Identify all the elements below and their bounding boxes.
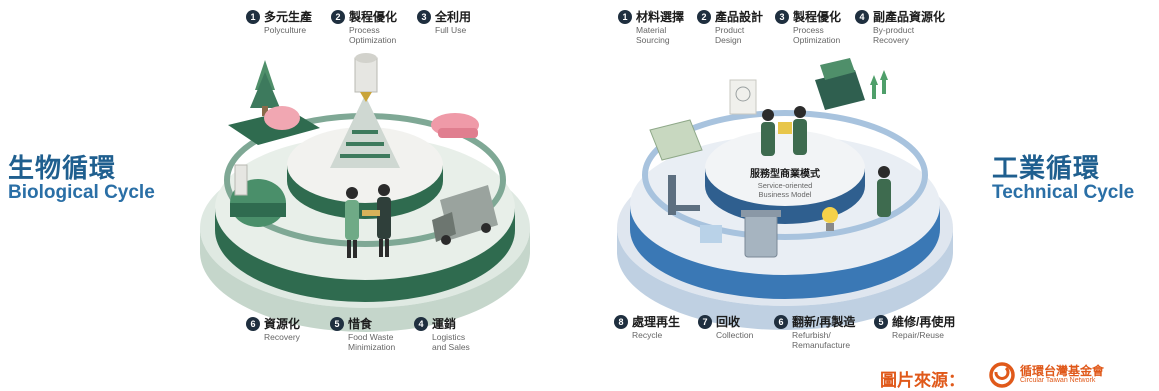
bio-step-1: 1 多元生產 Polyculture xyxy=(246,9,312,35)
center-label-en: Service-oriented Business Model xyxy=(757,181,813,199)
step-number-badge: 5 xyxy=(330,317,344,331)
step-number-badge: 1 xyxy=(618,10,632,24)
step-label-zh: 資源化 xyxy=(264,317,301,331)
step-label-zh: 翻新/再製造 xyxy=(792,315,856,329)
step-label-en: Repair/Reuse xyxy=(892,330,944,340)
org-name-zh: 循環台灣基金會 xyxy=(1020,364,1105,378)
step-label-zh: 製程優化 xyxy=(793,10,842,24)
step-label-zh: 處理再生 xyxy=(632,315,681,329)
step-label-en: Recovery xyxy=(264,332,300,342)
step-label-zh: 產品設計 xyxy=(715,10,764,24)
step-number-badge: 3 xyxy=(775,10,789,24)
tech-step-4: 4 副產品資源化 By-product Recovery xyxy=(855,9,945,45)
bio-step-5: 5 惜食 Food Waste Minimization xyxy=(330,316,395,352)
step-number-badge: 5 xyxy=(874,315,888,329)
step-number-badge: 2 xyxy=(331,10,345,24)
tech-step-3: 3 製程優化 Process Optimization xyxy=(775,9,841,45)
step-label-zh: 惜食 xyxy=(348,317,373,331)
bio-step-3: 3 全利用 Full Use xyxy=(417,9,471,35)
bio-step-6: 6 資源化 Recovery xyxy=(246,316,300,342)
step-number-badge: 6 xyxy=(246,317,260,331)
circular-taiwan-logo-icon xyxy=(989,362,1015,388)
bio-title-en: Biological Cycle xyxy=(8,182,155,203)
step-label-en: Food Waste Minimization xyxy=(348,332,396,352)
step-label-en: Polyculture xyxy=(264,25,307,35)
tech-step-7: 7 回收 Collection xyxy=(698,314,753,340)
step-label-en: Refurbish/ Remanufacture xyxy=(792,330,851,350)
bio-title-zh: 生物循環 xyxy=(8,153,117,183)
step-number-badge: 8 xyxy=(614,315,628,329)
step-number-badge: 4 xyxy=(414,317,428,331)
tech-step-5: 5 維修/再使用 Repair/Reuse xyxy=(874,314,955,340)
tech-center-label: 服務型商業模式 Service-oriented Business Model xyxy=(735,168,835,199)
org-name-en: Circular Taiwan Network xyxy=(1020,377,1096,384)
step-number-badge: 4 xyxy=(855,10,869,24)
step-label-zh: 多元生產 xyxy=(264,10,313,24)
center-label-zh: 服務型商業模式 xyxy=(750,169,820,180)
step-label-en: Process Optimization xyxy=(349,25,397,45)
step-label-zh: 材料選擇 xyxy=(636,10,685,24)
step-label-zh: 製程優化 xyxy=(349,10,398,24)
image-source-label: 圖片來源： xyxy=(880,371,965,390)
tech-title-zh: 工業循環 xyxy=(992,153,1101,183)
step-label-en: By-product Recovery xyxy=(873,25,915,45)
bio-cycle-graphic xyxy=(200,53,530,332)
step-label-zh: 回收 xyxy=(716,315,741,329)
step-number-badge: 1 xyxy=(246,10,260,24)
step-label-zh: 運銷 xyxy=(432,317,457,331)
step-label-en: Logistics and Sales xyxy=(432,332,470,352)
bio-step-2: 2 製程優化 Process Optimization xyxy=(331,9,397,45)
bio-step-4: 4 運銷 Logistics and Sales xyxy=(414,316,470,352)
tech-title-en: Technical Cycle xyxy=(992,182,1135,203)
step-number-badge: 2 xyxy=(697,10,711,24)
step-label-en: Process Optimization xyxy=(793,25,841,45)
step-label-en: Recycle xyxy=(632,330,663,340)
tech-step-1: 1 材料選擇 Material Sourcing xyxy=(618,9,684,45)
step-label-en: Material Sourcing xyxy=(636,25,670,45)
step-label-en: Full Use xyxy=(435,25,467,35)
step-label-zh: 全利用 xyxy=(435,10,472,24)
tech-step-2: 2 產品設計 Product Design xyxy=(697,9,763,45)
step-label-zh: 副產品資源化 xyxy=(873,10,946,24)
step-label-en: Collection xyxy=(716,330,754,340)
tech-step-8: 8 處理再生 Recycle xyxy=(614,314,680,340)
tech-cycle-graphic xyxy=(617,58,953,330)
step-number-badge: 7 xyxy=(698,315,712,329)
tech-step-6: 6 翻新/再製造 Refurbish/ Remanufacture xyxy=(774,314,855,350)
step-label-zh: 維修/再使用 xyxy=(892,315,956,329)
step-label-en: Product Design xyxy=(715,25,745,45)
step-number-badge: 6 xyxy=(774,315,788,329)
step-number-badge: 3 xyxy=(417,10,431,24)
